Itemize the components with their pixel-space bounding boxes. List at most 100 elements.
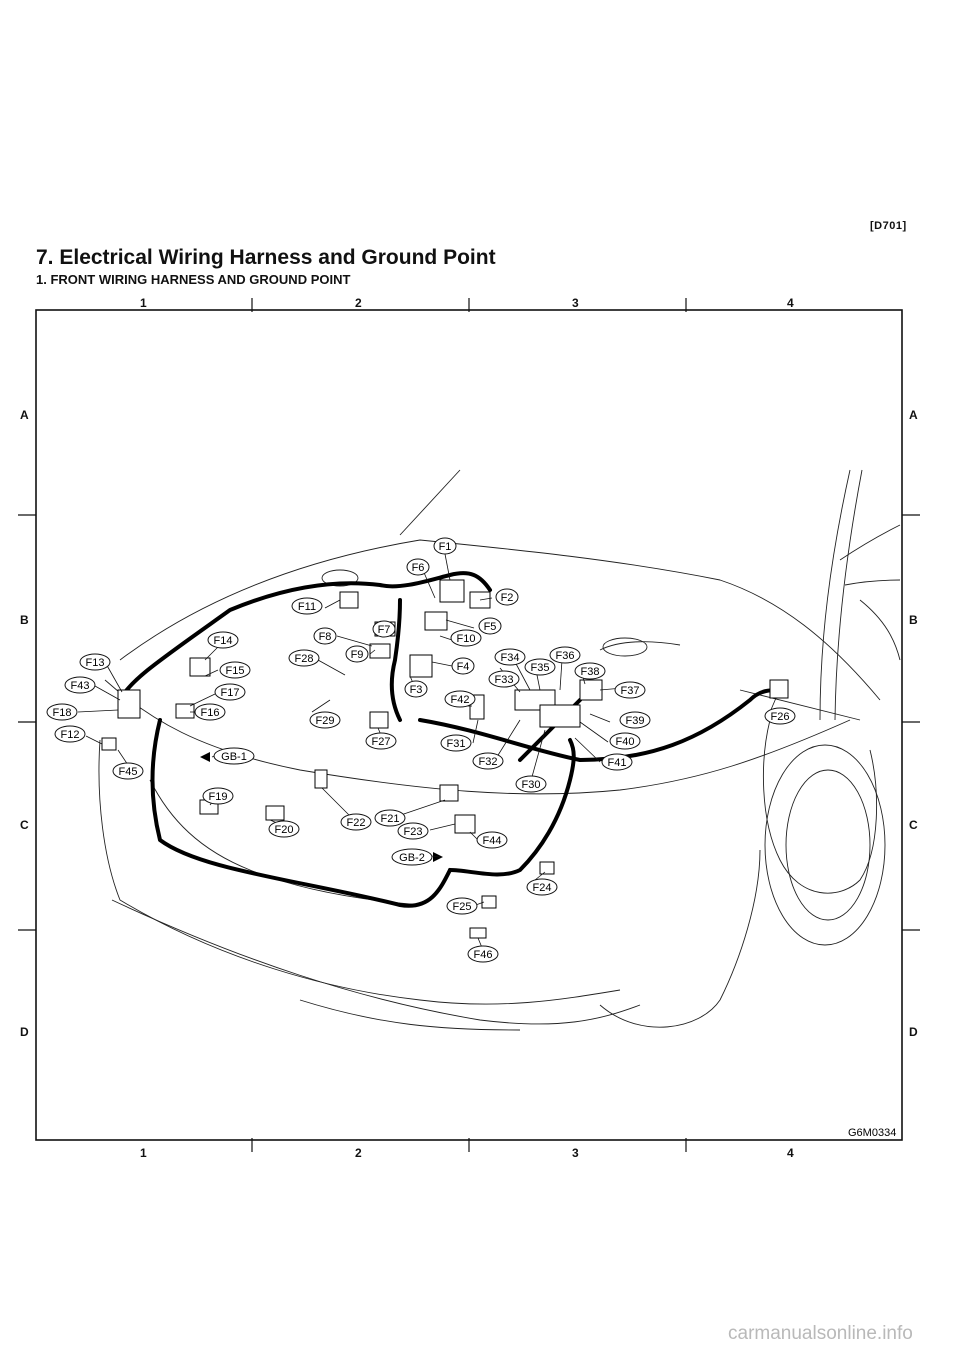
- connector-label-bubble: [433, 537, 457, 555]
- connector-label-text: F24: [533, 882, 552, 894]
- connector-label-f1: F1: [433, 537, 457, 555]
- connector-label-text: F17: [221, 687, 240, 699]
- grid-row-right-c: C: [909, 818, 918, 832]
- door-line: [859, 599, 901, 661]
- wheel-well-front: [599, 849, 761, 1028]
- connector-label-bubble: [488, 670, 520, 688]
- connector-f20-body: [265, 805, 285, 821]
- connector-label-f32: F32: [472, 752, 504, 770]
- strut-cap: [602, 637, 648, 657]
- connector-label-bubble: [764, 707, 796, 725]
- hood-front-edge: [104, 679, 851, 795]
- connector-label-bubble: [444, 690, 476, 708]
- connector-label-bubble: [450, 629, 482, 647]
- connector-label-bubble: [313, 627, 337, 645]
- connector-label-f24: F24: [526, 878, 558, 896]
- connector-label-text: F31: [447, 738, 466, 750]
- connector-label-f40: F40: [609, 732, 641, 750]
- connector-label-f33: F33: [488, 670, 520, 688]
- harness-main-top: [118, 571, 492, 702]
- diagram-frame: [35, 309, 903, 1141]
- connector-label-f38: F38: [574, 662, 606, 680]
- wheel-inner: [785, 769, 871, 921]
- subsection-title: 1. FRONT WIRING HARNESS AND GROUND POINT: [36, 272, 351, 287]
- connector-label-text: F41: [608, 757, 627, 769]
- fender-line: [739, 689, 861, 721]
- connector-f13-body: [117, 689, 141, 719]
- connector-label-bubble: [288, 649, 320, 667]
- connector-label-bubble: [451, 657, 475, 675]
- connector-label-bubble: [619, 711, 651, 729]
- antenna-line: [399, 469, 461, 536]
- bumper-top: [98, 739, 621, 1005]
- grille-left: [149, 779, 251, 871]
- connector-label-f20: F20: [268, 820, 300, 838]
- connector-f40-body: [539, 704, 581, 728]
- connector-label-text: F40: [616, 736, 635, 748]
- grid-row-right-b: B: [909, 613, 918, 627]
- connector-f22-body: [314, 769, 328, 789]
- connector-label-f30: F30: [515, 775, 547, 793]
- connector-label-text: F39: [626, 715, 645, 727]
- connector-label-f21: F21: [374, 809, 406, 827]
- connector-label-text: F16: [201, 707, 220, 719]
- reservoir-cap: [321, 569, 359, 587]
- connector-label-text: F34: [501, 652, 520, 664]
- connector-label-f43: F43: [64, 676, 96, 694]
- connector-label-bubble: [440, 734, 472, 752]
- connector-f5-body: [424, 611, 448, 631]
- connector-label-bubble: [404, 680, 428, 698]
- connector-label-bubble: [524, 658, 556, 676]
- connector-label-text: F21: [381, 813, 400, 825]
- connector-label-text: F27: [372, 736, 391, 748]
- connector-label-bubble: [406, 558, 430, 576]
- connector-label-f23: F23: [397, 822, 429, 840]
- connector-label-f42: F42: [444, 690, 476, 708]
- grille-mid: [249, 869, 421, 906]
- grid-col-top-4: 4: [787, 296, 794, 310]
- connector-label-bubble: [291, 597, 323, 615]
- connector-label-bubble: [495, 588, 519, 606]
- connector-label-f6: F6: [406, 558, 430, 576]
- connector-label-text: F38: [581, 666, 600, 678]
- connector-f46-body: [469, 927, 487, 939]
- connector-label-f34: F34: [494, 648, 526, 666]
- pillar-front: [819, 469, 851, 721]
- connector-labels: F1F2F3F4F5F6F7F8F9F10F11F12F13F14F15F16F…: [46, 537, 796, 963]
- grid-col-bottom-3: 3: [572, 1146, 579, 1160]
- hood-rear-edge: [119, 539, 881, 701]
- connector-label-bubble: [609, 732, 641, 750]
- connector-f26-body: [769, 679, 789, 699]
- connector-label-text: F35: [531, 662, 550, 674]
- connector-label-bubble: [309, 711, 341, 729]
- connector-label-text: F15: [226, 665, 245, 677]
- connector-label-text: F10: [457, 633, 476, 645]
- connector-label-text: F19: [209, 791, 228, 803]
- connector-label-bubble: [574, 662, 606, 680]
- connector-label-bubble: [397, 822, 429, 840]
- connector-label-bubble: [194, 703, 226, 721]
- connector-label-f18: F18: [46, 703, 78, 721]
- strut-top: [599, 641, 681, 651]
- connector-label-text: F43: [71, 680, 90, 692]
- connector-label-f14: F14: [207, 631, 239, 649]
- connector-label-f16: F16: [194, 703, 226, 721]
- connector-f21-body: [439, 784, 459, 802]
- pillar-front-inner: [834, 469, 863, 721]
- grid-row-right-d: D: [909, 1025, 918, 1039]
- connector-label-f35: F35: [524, 658, 556, 676]
- connector-f14-body: [189, 657, 211, 677]
- connector-label-bubble: [207, 631, 239, 649]
- connector-label-bubble: [526, 878, 558, 896]
- connector-label-text: F25: [453, 901, 472, 913]
- connector-label-text: F12: [61, 729, 80, 741]
- connector-label-bubble: [46, 703, 78, 721]
- connector-label-f17: F17: [214, 683, 246, 701]
- connector-label-text: F7: [378, 624, 391, 636]
- harness-front-low: [150, 718, 452, 908]
- grid-col-top-3: 3: [572, 296, 579, 310]
- harness-right-low: [448, 738, 576, 877]
- connector-label-bubble: [467, 945, 499, 963]
- connector-label-bubble: [219, 661, 251, 679]
